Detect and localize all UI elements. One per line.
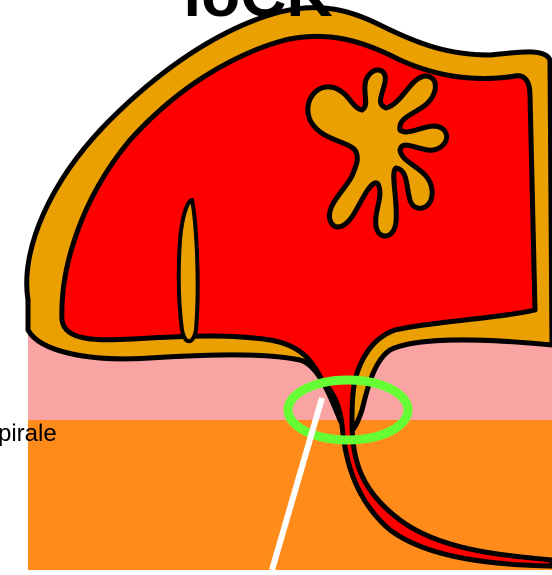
diagram-title: loCK [168,0,348,26]
side-label: pirale [0,422,57,446]
inner-septum [179,200,198,341]
